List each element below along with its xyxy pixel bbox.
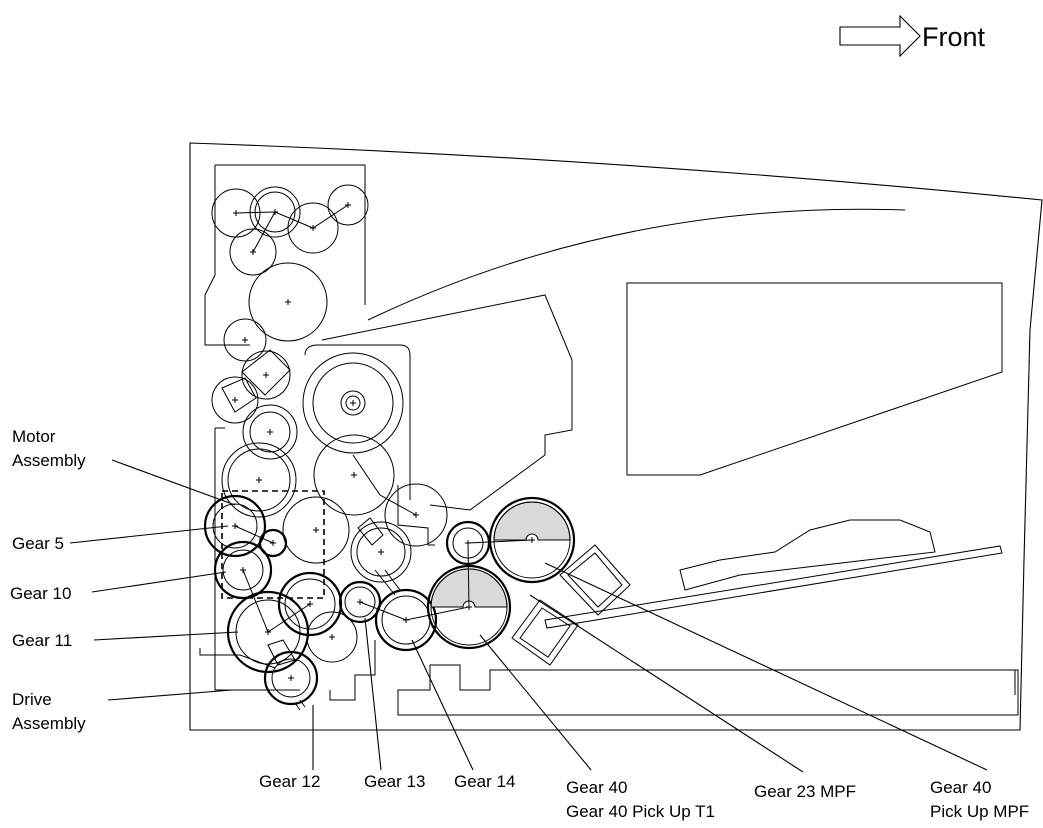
shaft-center-mark bbox=[233, 210, 239, 216]
label-drive-assembly-line2: Assembly bbox=[12, 714, 86, 733]
middle-gear-group bbox=[211, 344, 448, 596]
label-gear-40-mpf-line2: Pick Up MPF bbox=[930, 802, 1029, 821]
shaft-center-mark bbox=[403, 617, 409, 623]
shaft-center-mark bbox=[529, 537, 535, 543]
label-gear-11: Gear 11 bbox=[12, 631, 72, 650]
front-arrow: Front bbox=[839, 14, 986, 58]
motor-assembly-outline bbox=[221, 490, 325, 599]
label-gear-14: Gear 14 bbox=[454, 772, 515, 791]
leader-lines bbox=[69, 459, 988, 773]
shaft-center-mark bbox=[267, 429, 273, 435]
label-gear-23-mpf: Gear 23 MPF bbox=[754, 782, 856, 801]
shaft-center-mark bbox=[313, 527, 319, 533]
shaft-center-mark bbox=[466, 604, 472, 610]
shaft-centers bbox=[232, 202, 535, 681]
shaft-center-mark bbox=[285, 299, 291, 305]
shaft-center-mark bbox=[256, 477, 262, 483]
drive-assembly-group bbox=[199, 427, 376, 711]
shaft-center-mark bbox=[250, 249, 256, 255]
label-gear-40-mpf-line1: Gear 40 bbox=[930, 778, 991, 797]
shaft-center-mark bbox=[265, 629, 271, 635]
shaft-center-mark bbox=[378, 549, 384, 555]
shaft-center-mark bbox=[351, 472, 357, 478]
label-gear-5: Gear 5 bbox=[12, 534, 64, 553]
label-gear-40-line1: Gear 40 bbox=[566, 778, 627, 797]
label-gear-12: Gear 12 bbox=[259, 772, 320, 791]
printer-frame bbox=[189, 142, 1043, 731]
shaft-center-mark bbox=[357, 599, 363, 605]
shaft-center-mark bbox=[413, 512, 419, 518]
shaft-center-mark bbox=[288, 675, 294, 681]
label-gear-40-line2: Gear 40 Pick Up T1 bbox=[566, 802, 715, 821]
shaft-center-mark bbox=[272, 209, 278, 215]
shaft-center-mark bbox=[270, 540, 276, 546]
right-arrow-icon bbox=[839, 14, 921, 58]
label-motor-assembly-line2: Assembly bbox=[12, 451, 86, 470]
shaft-center-mark bbox=[329, 634, 335, 640]
label-motor-assembly-line1: Motor bbox=[12, 427, 56, 446]
shaft-center-mark bbox=[465, 540, 471, 546]
front-label: Front bbox=[922, 22, 986, 52]
shaft-center-mark bbox=[232, 523, 238, 529]
shaft-center-mark bbox=[345, 202, 351, 208]
shaft-center-mark bbox=[232, 397, 238, 403]
fuser-gear-group bbox=[204, 164, 369, 362]
shaft-center-mark bbox=[263, 372, 269, 378]
label-gear-10: Gear 10 bbox=[10, 584, 71, 603]
shaft-center-mark bbox=[310, 225, 316, 231]
shaft-center-mark bbox=[240, 567, 246, 573]
shaft-center-mark bbox=[307, 601, 313, 607]
label-gear-13: Gear 13 bbox=[364, 772, 425, 791]
label-drive-assembly-line1: Drive bbox=[12, 690, 52, 709]
shaft-center-mark bbox=[242, 337, 248, 343]
shaft-center-mark bbox=[350, 400, 356, 406]
labels: Motor Assembly Gear 5 Gear 10 Gear 11 Dr… bbox=[10, 427, 1029, 821]
pickup-gear-group bbox=[338, 496, 631, 666]
